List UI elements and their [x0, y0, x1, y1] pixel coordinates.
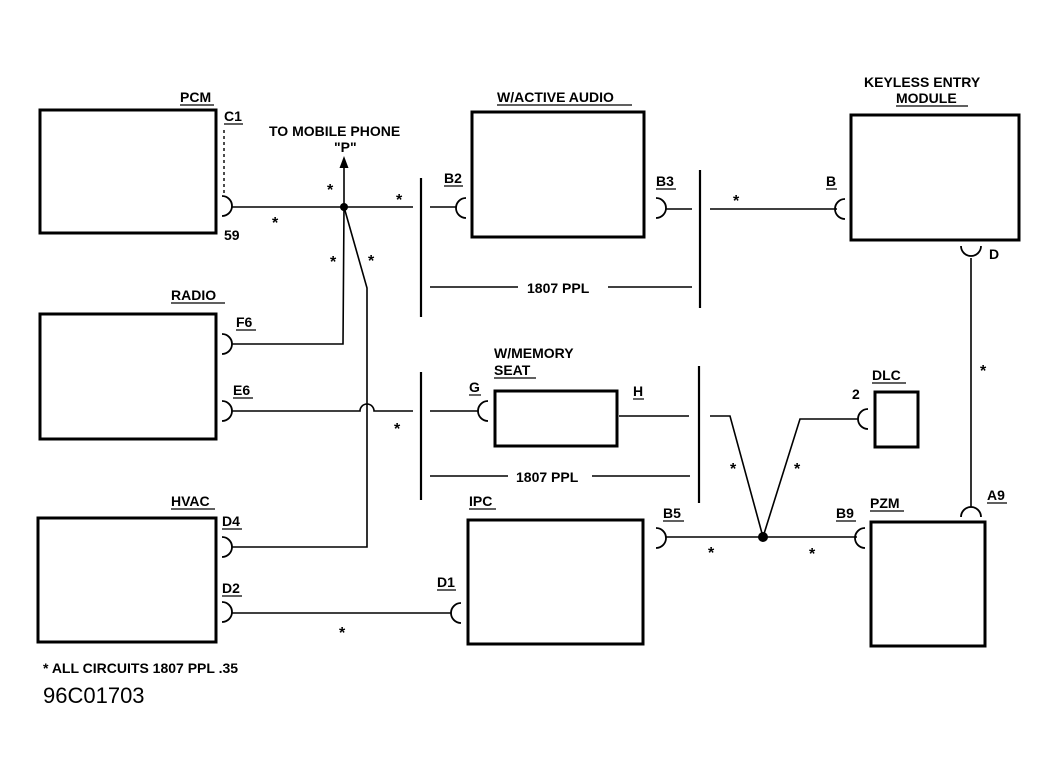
dlc-2-connector — [857, 408, 869, 430]
circuit-marker: * — [809, 546, 816, 563]
terminal-c1: C1 — [224, 108, 242, 124]
radio-f6-connector — [221, 333, 233, 355]
terminal-d4: D4 — [222, 513, 240, 529]
lower-ppl-label: 1807 PPL — [516, 469, 579, 485]
dlc-to-splice-wire — [762, 418, 858, 538]
seat-h-to-splice-wire — [710, 415, 764, 538]
memory-seat-label-line1: W/MEMORY — [494, 345, 574, 361]
terminal-b9: B9 — [836, 505, 854, 521]
radio-module-box — [38, 312, 218, 441]
hvac-d4-connector — [221, 536, 233, 558]
audio-b2-connector — [455, 197, 467, 219]
radio-label: RADIO — [171, 287, 216, 303]
terminal-b: B — [826, 173, 836, 189]
radio-e6-wire — [232, 403, 413, 412]
circuit-marker: * — [794, 461, 801, 478]
pcm-module-box — [38, 108, 218, 235]
terminal-d: D — [989, 246, 999, 262]
circuit-marker: * — [339, 625, 346, 642]
circuit-marker: * — [396, 192, 403, 209]
terminal-g: G — [469, 379, 480, 395]
terminal-d1: D1 — [437, 574, 455, 590]
radio-e6-connector — [221, 400, 233, 422]
hvac-label: HVAC — [171, 493, 210, 509]
ipc-d1-connector — [450, 602, 462, 624]
pzm-label: PZM — [870, 495, 900, 511]
active-audio-module-box — [470, 110, 646, 239]
splice-to-radio-f6-wire — [232, 206, 345, 345]
terminal-b3: B3 — [656, 173, 674, 189]
lower-splice-node — [758, 532, 768, 542]
terminal-a9: A9 — [987, 487, 1005, 503]
circuit-marker: * — [394, 421, 401, 438]
terminal-f6: F6 — [236, 314, 253, 330]
circuit-marker: * — [980, 363, 987, 380]
keyless-d-connector — [960, 245, 982, 257]
dlc-label: DLC — [872, 367, 901, 383]
ipc-label: IPC — [469, 493, 492, 509]
pcm-59-connector — [221, 195, 233, 217]
circuit-marker: * — [708, 545, 715, 562]
circuit-marker: * — [730, 461, 737, 478]
circuit-marker: * — [272, 215, 279, 232]
pcm-label: PCM — [180, 89, 211, 105]
memory-seat-label-line2: SEAT — [494, 362, 531, 378]
terminal-h: H — [633, 383, 643, 399]
splice-to-hvac-d4-wire — [232, 206, 368, 548]
hvac-d2-connector — [221, 601, 233, 623]
circuit-marker: * — [330, 254, 337, 271]
keyless-entry-module-box — [849, 113, 1021, 242]
terminal-2: 2 — [852, 386, 860, 402]
upper-ppl-label: 1807 PPL — [527, 280, 590, 296]
keyless-label-line2: MODULE — [896, 90, 957, 106]
terminal-b2: B2 — [444, 170, 462, 186]
keyless-label-line1: KEYLESS ENTRY — [864, 74, 981, 90]
circuit-marker: * — [368, 253, 375, 270]
mobile-phone-label-line2: "P" — [334, 139, 357, 155]
ipc-b5-connector — [655, 527, 667, 549]
terminal-e6: E6 — [233, 382, 250, 398]
mobile-phone-arrow-icon — [339, 156, 349, 168]
ipc-module-box — [466, 518, 645, 646]
figure-id: 96C01703 — [43, 683, 145, 708]
memory-seat-module-box — [493, 389, 619, 448]
circuit-marker: * — [733, 193, 740, 210]
mobile-phone-label-line1: TO MOBILE PHONE — [269, 123, 400, 139]
pzm-a9-connector — [960, 506, 982, 518]
circuit-marker: * — [327, 182, 334, 199]
active-audio-label: W/ACTIVE AUDIO — [497, 89, 614, 105]
terminal-d2: D2 — [222, 580, 240, 596]
pzm-b9-connector — [854, 527, 866, 549]
dlc-module-box — [873, 390, 920, 449]
audio-b3-connector — [655, 197, 667, 219]
terminal-59: 59 — [224, 227, 240, 243]
footnote: * ALL CIRCUITS 1807 PPL .35 — [43, 660, 238, 676]
pzm-module-box — [869, 520, 987, 648]
terminal-b5: B5 — [663, 505, 681, 521]
hvac-module-box — [36, 516, 218, 644]
seat-g-connector — [477, 400, 489, 422]
